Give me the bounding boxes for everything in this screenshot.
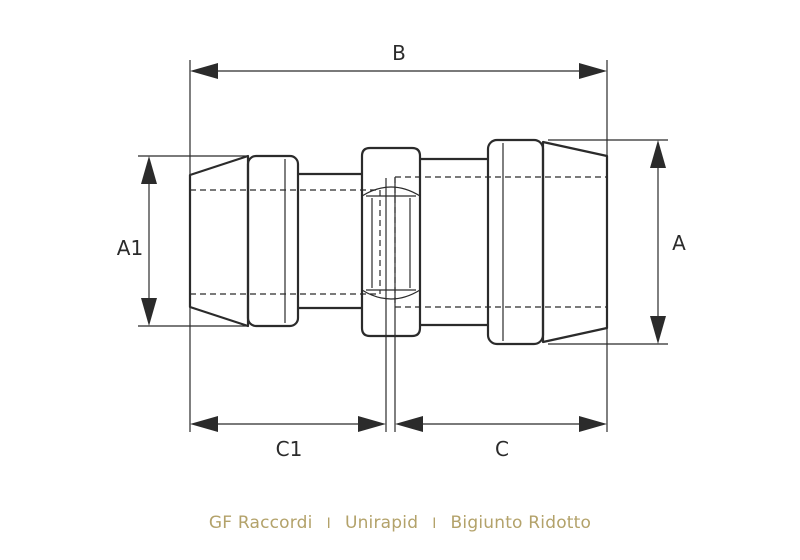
caption-separator: I	[432, 516, 437, 532]
right-socket	[486, 138, 609, 346]
left-neck	[298, 172, 362, 310]
dimension-c1: C1	[190, 416, 386, 461]
dimension-a1-label: A1	[117, 236, 143, 260]
left-socket	[188, 154, 300, 328]
caption-model: Bigiunto Ridotto	[450, 513, 592, 533]
dimension-a: A	[650, 140, 686, 344]
dimension-a-label: A	[672, 231, 686, 255]
dimension-c-label: C	[495, 437, 509, 461]
caption-product: Unirapid	[344, 513, 419, 533]
caption-brand: GF Raccordi	[208, 513, 313, 533]
dimension-c1-label: C1	[276, 437, 303, 461]
caption-separator: I	[326, 516, 331, 532]
extension-lines	[138, 60, 668, 432]
hex-nut	[360, 146, 422, 338]
dimension-b: B	[190, 41, 607, 79]
right-neck	[420, 157, 488, 327]
hidden-bore-lines	[190, 176, 607, 308]
dimension-a1: A1	[117, 156, 157, 326]
dimension-b-label: B	[392, 41, 406, 65]
product-caption: GF Raccordi I Unirapid I Bigiunto Ridotto	[0, 513, 800, 533]
dimension-c: C	[395, 416, 607, 461]
